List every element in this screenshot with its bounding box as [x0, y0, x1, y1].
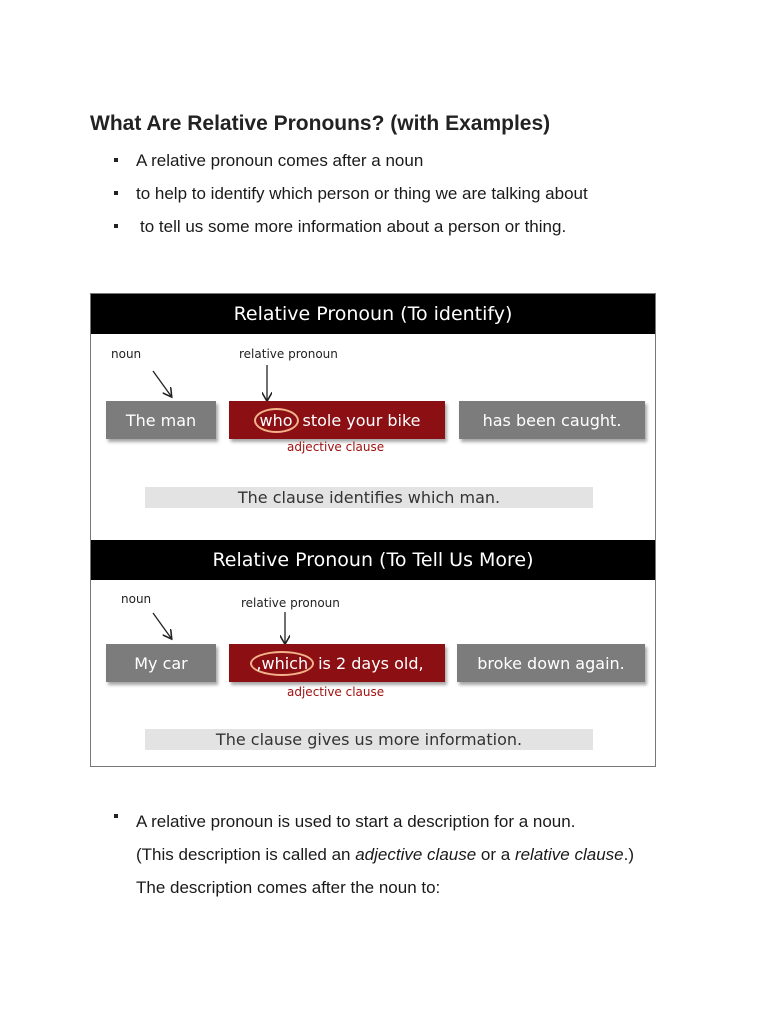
panel2-adjective-label: adjective clause [287, 685, 385, 699]
list-item: to help to identify which person or thin… [114, 177, 588, 210]
panel1-clause-box: who stole your bike [229, 401, 445, 439]
page-title: What Are Relative Pronouns? (with Exampl… [90, 112, 551, 135]
adjective-clause-term: adjective clause [355, 845, 477, 864]
bullet-icon [114, 191, 118, 195]
list-item: A relative pronoun is used to start a de… [114, 805, 634, 904]
panel1-summary: The clause identifies which man. [145, 487, 593, 508]
description-text: .) [623, 845, 634, 864]
bullet-icon [114, 814, 118, 818]
bullet-text: A relative pronoun comes after a noun [136, 151, 424, 170]
noun-arrow-2 [152, 612, 171, 638]
description-bullet-list: A relative pronoun is used to start a de… [114, 805, 634, 904]
description-text: (This description is called an [136, 845, 356, 864]
panel1-pronoun-word: who [253, 407, 299, 433]
panel2-noun-label: noun [121, 592, 152, 606]
panel2-pronoun-label: relative pronoun [241, 596, 340, 610]
list-item: to tell us some more information about a… [114, 210, 588, 243]
description-line-1: A relative pronoun is used to start a de… [136, 812, 576, 831]
panel2-clause-rest: is 2 days old, [318, 653, 424, 673]
bullet-icon [114, 158, 118, 162]
panel1-noun-box: The man [106, 401, 216, 439]
panel2-pronoun-word: ,which [250, 650, 315, 676]
list-item: A relative pronoun comes after a noun [114, 144, 588, 177]
panel2-noun-box: My car [106, 644, 216, 682]
panel1-pronoun-label: relative pronoun [239, 347, 338, 361]
panel1-adjective-label: adjective clause [287, 440, 385, 454]
relative-clause-term: relative clause [514, 845, 624, 864]
panel1-noun-label: noun [111, 347, 142, 361]
description-line-2: (This description is called an adjective… [136, 838, 634, 871]
bullet-text: to help to identify which person or thin… [136, 184, 588, 203]
panel2-summary: The clause gives us more information. [145, 729, 593, 750]
panel1-banner: Relative Pronoun (To identify) [91, 294, 655, 334]
intro-bullet-list: A relative pronoun comes after a noun to… [114, 144, 588, 243]
panel2-predicate-box: broke down again. [457, 644, 645, 682]
panel2-banner: Relative Pronoun (To Tell Us More) [91, 540, 655, 580]
bullet-text: to tell us some more information about a… [140, 217, 567, 236]
relative-pronoun-figure: Relative Pronoun (To identify) noun rela… [90, 293, 656, 767]
noun-arrow-1 [152, 370, 171, 396]
bullet-icon [114, 224, 118, 228]
panel1-clause-rest: stole your bike [302, 410, 421, 430]
panel2-clause-box: ,which is 2 days old, [229, 644, 445, 682]
description-text: or a [476, 845, 515, 864]
description-line-3: The description comes after the noun to: [136, 878, 441, 897]
panel1-predicate-box: has been caught. [459, 401, 645, 439]
arrow-layer [152, 365, 657, 768]
